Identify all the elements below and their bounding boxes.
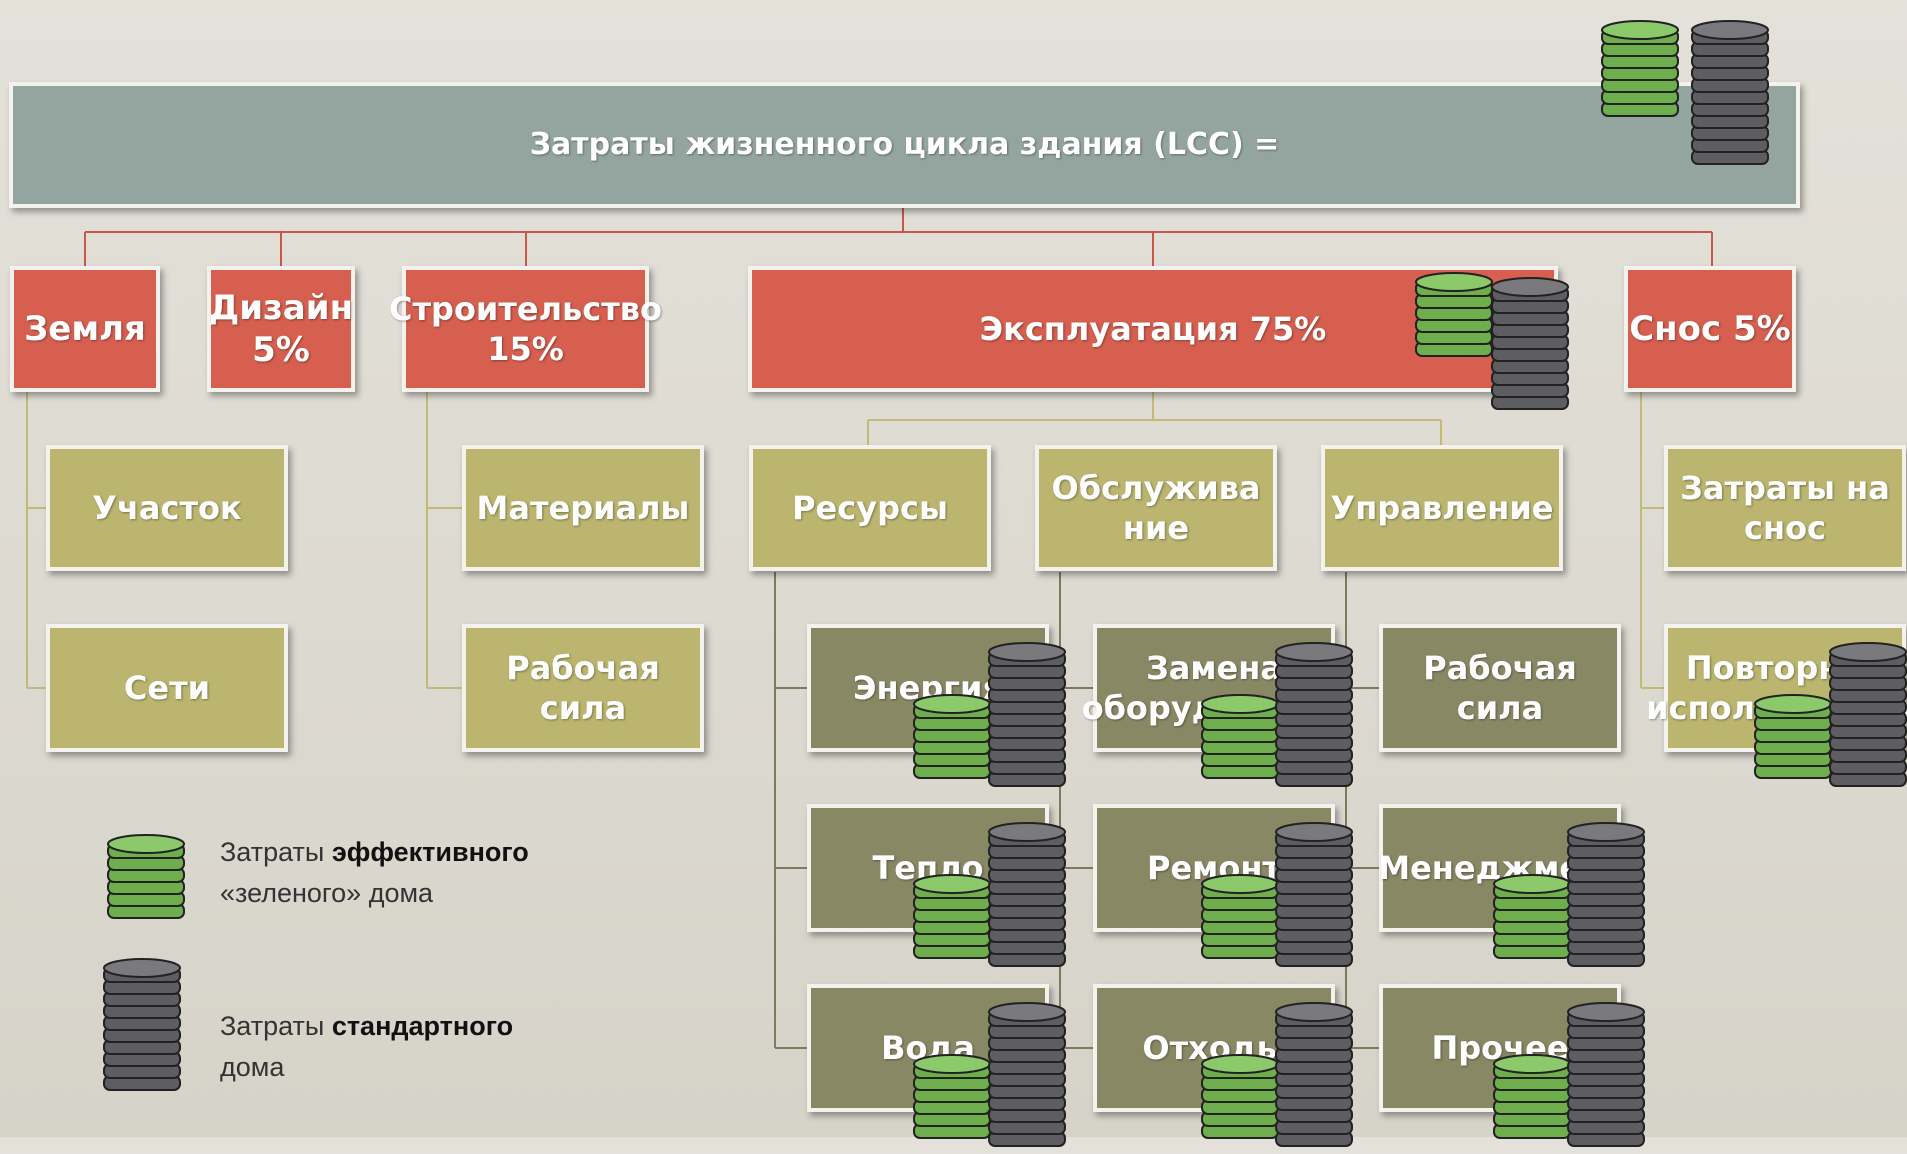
- item-labor-operation: Рабочая сила: [1379, 624, 1621, 752]
- green-coin-stack-icon: [1601, 20, 1679, 117]
- green-coin-stack-icon: [1493, 1054, 1571, 1139]
- gray-coin-stack-icon: [988, 822, 1066, 967]
- group-management: Управление: [1321, 445, 1563, 571]
- legend-gray-suffix: дома: [220, 1051, 285, 1082]
- gray-coin-stack-icon: [1567, 822, 1645, 967]
- phase-demolition: Снос 5%: [1624, 266, 1796, 392]
- phase-design: Дизайн 5%: [207, 266, 355, 392]
- phase-land-label: Земля: [24, 308, 146, 349]
- item-networks-label: Сети: [123, 669, 211, 707]
- item-demolition-costs: Затраты на снос: [1664, 445, 1906, 571]
- group-resources: Ресурсы: [749, 445, 991, 571]
- gray-coin-stack-icon: [1691, 20, 1769, 165]
- phase-construction-label: Строительство 15%: [389, 290, 663, 368]
- phase-operation-label: Эксплуатация 75%: [979, 310, 1327, 348]
- legend-green-suffix: «зеленого» дома: [220, 877, 434, 908]
- gray-coin-stack-icon: [103, 958, 181, 1091]
- phase-land: Земля: [10, 266, 160, 392]
- legend-green-bold: эффективного: [331, 837, 529, 867]
- group-resources-label: Ресурсы: [792, 489, 948, 527]
- gray-coin-stack-icon: [1275, 1002, 1353, 1147]
- item-labor-construction-label: Рабочая сила: [506, 649, 660, 727]
- green-coin-stack-icon: [913, 694, 991, 779]
- phase-construction: Строительство 15%: [389, 266, 662, 392]
- gray-coin-stack-icon: [988, 642, 1066, 787]
- item-plot-label: Участок: [92, 489, 242, 527]
- phase-design-label: Дизайн 5%: [208, 287, 354, 371]
- gray-coin-stack-icon: [1275, 642, 1353, 787]
- gray-coin-stack-icon: [1567, 1002, 1645, 1147]
- phase-demolition-label: Снос 5%: [1629, 308, 1791, 349]
- item-demolition-costs-label: Затраты на снос: [1680, 469, 1890, 547]
- item-networks: Сети: [46, 624, 288, 752]
- item-materials: Материалы: [462, 445, 704, 571]
- gray-coin-stack-icon: [1829, 642, 1907, 787]
- green-coin-stack-icon: [1201, 874, 1279, 959]
- group-management-label: Управление: [1330, 489, 1554, 527]
- lcc-root-label: Затраты жизненного цикла здания (LCC) =: [529, 127, 1280, 163]
- legend-gray-prefix: Затраты: [220, 1011, 332, 1041]
- item-labor-operation-label: Рабочая сила: [1423, 649, 1577, 727]
- green-coin-stack-icon: [913, 874, 991, 959]
- group-maintenance-label: Обслуживание: [1051, 469, 1261, 547]
- green-coin-stack-icon: [1415, 272, 1493, 357]
- legend-green-text: Затраты эффективного «зеленого» дома: [220, 832, 529, 913]
- green-coin-stack-icon: [107, 834, 185, 919]
- legend-gray-text: Затраты стандартного дома: [220, 1006, 513, 1087]
- item-plot: Участок: [46, 445, 288, 571]
- green-coin-stack-icon: [913, 1054, 991, 1139]
- item-materials-label: Материалы: [476, 489, 690, 527]
- gray-coin-stack-icon: [1491, 277, 1569, 410]
- green-coin-stack-icon: [1754, 694, 1832, 779]
- green-coin-stack-icon: [1493, 874, 1571, 959]
- lcc-root-box: Затраты жизненного цикла здания (LCC) =: [9, 82, 1800, 208]
- green-coin-stack-icon: [1201, 694, 1279, 779]
- group-maintenance: Обслуживание: [1035, 445, 1277, 571]
- green-coin-stack-icon: [1201, 1054, 1279, 1139]
- item-labor-construction: Рабочая сила: [462, 624, 704, 752]
- gray-coin-stack-icon: [988, 1002, 1066, 1147]
- gray-coin-stack-icon: [1275, 822, 1353, 967]
- legend-gray-bold: стандартного: [331, 1011, 514, 1041]
- legend-green-prefix: Затраты: [220, 837, 332, 867]
